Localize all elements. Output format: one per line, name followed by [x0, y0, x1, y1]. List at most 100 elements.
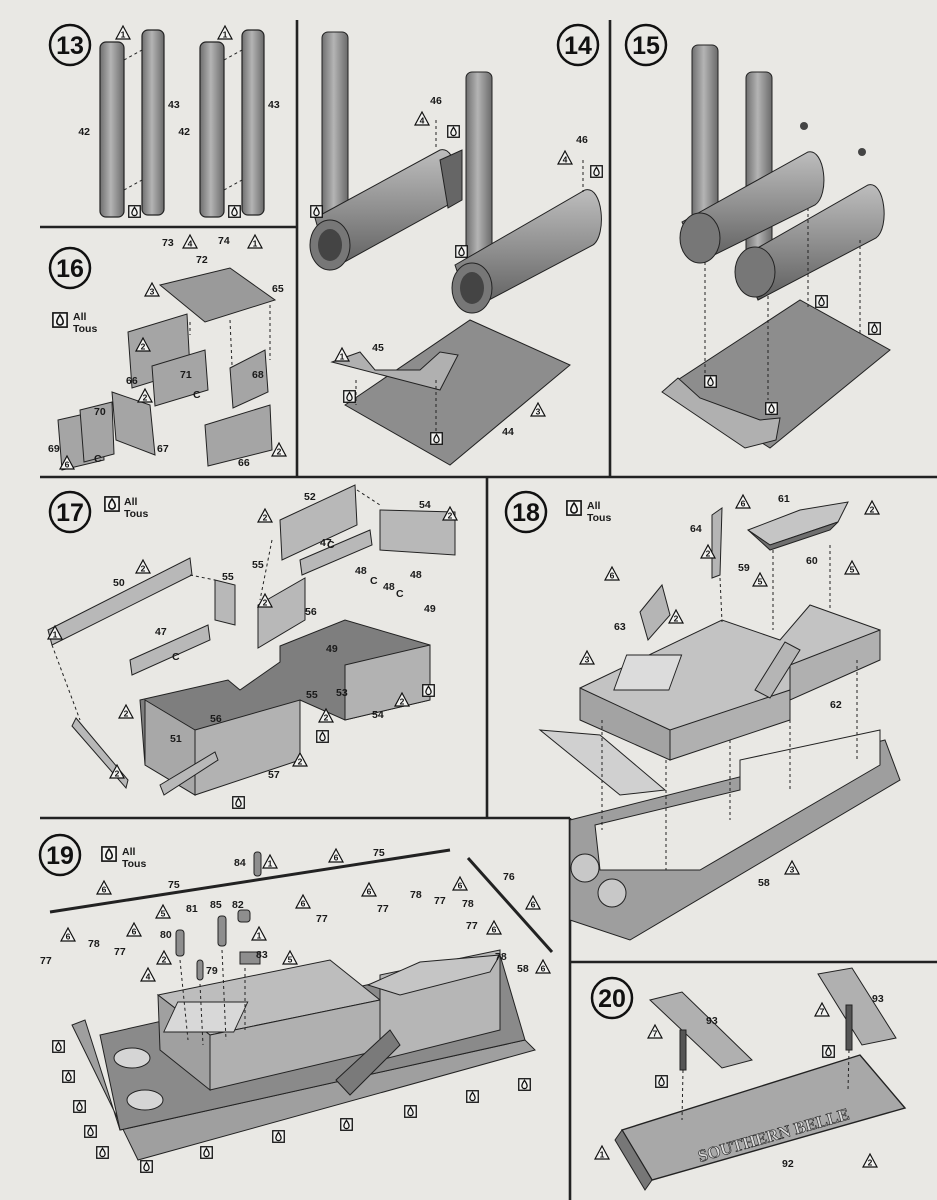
- paint-triangle-icon: 1: [114, 24, 132, 40]
- glue-drop-icon: [52, 1040, 65, 1053]
- step-14-guide-lines: [355, 120, 584, 440]
- svg-text:Tous: Tous: [122, 858, 146, 870]
- paint-triangle-icon: 2: [317, 707, 335, 723]
- svg-text:3: 3: [585, 655, 590, 665]
- step-19-panel: 19 All Tous: [38, 833, 554, 1161]
- svg-text:2: 2: [115, 769, 120, 779]
- part-label: 80: [160, 929, 172, 941]
- svg-text:3: 3: [790, 865, 795, 875]
- paint-triangle-icon: 6: [294, 893, 312, 909]
- glue-drop-icon: [404, 1105, 417, 1118]
- part-label: 51: [170, 733, 182, 745]
- part-label: 61: [778, 493, 790, 505]
- svg-text:2: 2: [263, 513, 268, 523]
- svg-text:19: 19: [46, 842, 74, 870]
- part-label: 77: [377, 903, 389, 915]
- paint-triangle-icon: 4: [413, 110, 431, 126]
- step-16-number: 16: [48, 246, 92, 290]
- twin-boiler-assembly: [679, 44, 885, 301]
- paint-triangle-icon: 2: [393, 691, 411, 707]
- svg-text:6: 6: [367, 887, 372, 897]
- part-label: 45: [372, 342, 384, 354]
- paint-triangle-icon: 1: [216, 24, 234, 40]
- paint-triangle-icon: 2: [667, 608, 685, 624]
- paint-triangle-icon: 2: [441, 505, 459, 521]
- part-label: 49: [326, 643, 338, 655]
- part-label: C: [370, 575, 378, 587]
- part-label: 77: [466, 920, 478, 932]
- part-label: 58: [517, 963, 529, 975]
- part-label: 83: [256, 949, 268, 961]
- lifeboat: [746, 501, 849, 551]
- boiler-assembly-a: [309, 31, 463, 271]
- svg-text:18: 18: [512, 499, 540, 527]
- paint-triangle-icon: 2: [863, 499, 881, 515]
- figures-and-fittings: [175, 851, 262, 981]
- step-19-number: 19: [38, 833, 82, 877]
- svg-text:2: 2: [141, 564, 146, 574]
- svg-text:Tous: Tous: [124, 508, 148, 520]
- svg-text:14: 14: [564, 32, 592, 60]
- panel-borders: [40, 20, 937, 1200]
- glue-drop-icon: [310, 205, 323, 218]
- step-17-number: 17: [48, 490, 92, 534]
- part-label: 78: [462, 898, 474, 910]
- glue-drop-icon: [62, 1070, 75, 1083]
- glue-drop-icon: [822, 1045, 835, 1058]
- paint-triangle-icon: 6: [451, 875, 469, 891]
- glue-drop-icon: [228, 205, 241, 218]
- part-label: 44: [502, 426, 514, 438]
- glue-drop-icon: [340, 1118, 353, 1131]
- paint-triangle-icon: 6: [603, 565, 621, 581]
- svg-text:1: 1: [340, 352, 345, 362]
- svg-text:Tous: Tous: [587, 512, 611, 524]
- glue-drop-icon: [868, 322, 881, 335]
- svg-text:6: 6: [741, 499, 746, 509]
- step-16-panel: 16 All Tous 73 72 74 65 71 66 68 7: [48, 235, 284, 471]
- glue-drop-icon: [422, 684, 435, 697]
- svg-text:2: 2: [868, 1158, 873, 1168]
- svg-text:6: 6: [334, 853, 339, 863]
- paint-triangle-icon: 4: [181, 233, 199, 249]
- svg-text:1: 1: [53, 630, 58, 640]
- part-label: 56: [210, 713, 222, 725]
- svg-text:1: 1: [257, 931, 262, 941]
- deck-plate-with-rail: [661, 299, 891, 449]
- part-label: C: [94, 453, 102, 465]
- part-label: 43: [268, 99, 280, 111]
- svg-text:1: 1: [253, 239, 258, 249]
- svg-text:4: 4: [563, 155, 568, 165]
- part-label: 92: [782, 1158, 794, 1170]
- svg-text:3: 3: [150, 287, 155, 297]
- part-label: 81: [186, 903, 198, 915]
- step-19-guide-lines: [179, 949, 246, 1046]
- part-label: 59: [738, 562, 750, 574]
- glue-all-note: All Tous: [101, 846, 146, 870]
- part-label: 50: [113, 577, 125, 589]
- part-label: 48: [410, 569, 422, 581]
- glue-drop-icon: [128, 205, 141, 218]
- paint-triangle-icon: 3: [578, 649, 596, 665]
- paint-triangle-icon: 6: [734, 493, 752, 509]
- svg-text:20: 20: [598, 985, 626, 1013]
- paint-triangle-icon: 1: [250, 925, 268, 941]
- svg-text:7: 7: [653, 1029, 658, 1039]
- step-17-guide-lines: [51, 489, 381, 721]
- step-15-panel: 15: [624, 23, 891, 449]
- svg-text:6: 6: [301, 899, 306, 909]
- glue-drop-icon: [96, 1146, 109, 1159]
- part-label: C: [396, 588, 404, 600]
- step-20-number: 20: [590, 976, 634, 1020]
- svg-text:2: 2: [277, 447, 282, 457]
- part-label: 47: [320, 537, 332, 549]
- svg-text:5: 5: [758, 577, 763, 587]
- glue-drop-icon: [316, 730, 329, 743]
- svg-text:2: 2: [324, 713, 329, 723]
- glue-drop-icon: [343, 390, 356, 403]
- paint-triangle-icon: 3: [143, 281, 161, 297]
- svg-text:2: 2: [162, 955, 167, 965]
- glue-drop-icon: [765, 402, 778, 415]
- part-label: 75: [373, 847, 385, 859]
- svg-text:All: All: [587, 500, 601, 512]
- svg-text:6: 6: [531, 900, 536, 910]
